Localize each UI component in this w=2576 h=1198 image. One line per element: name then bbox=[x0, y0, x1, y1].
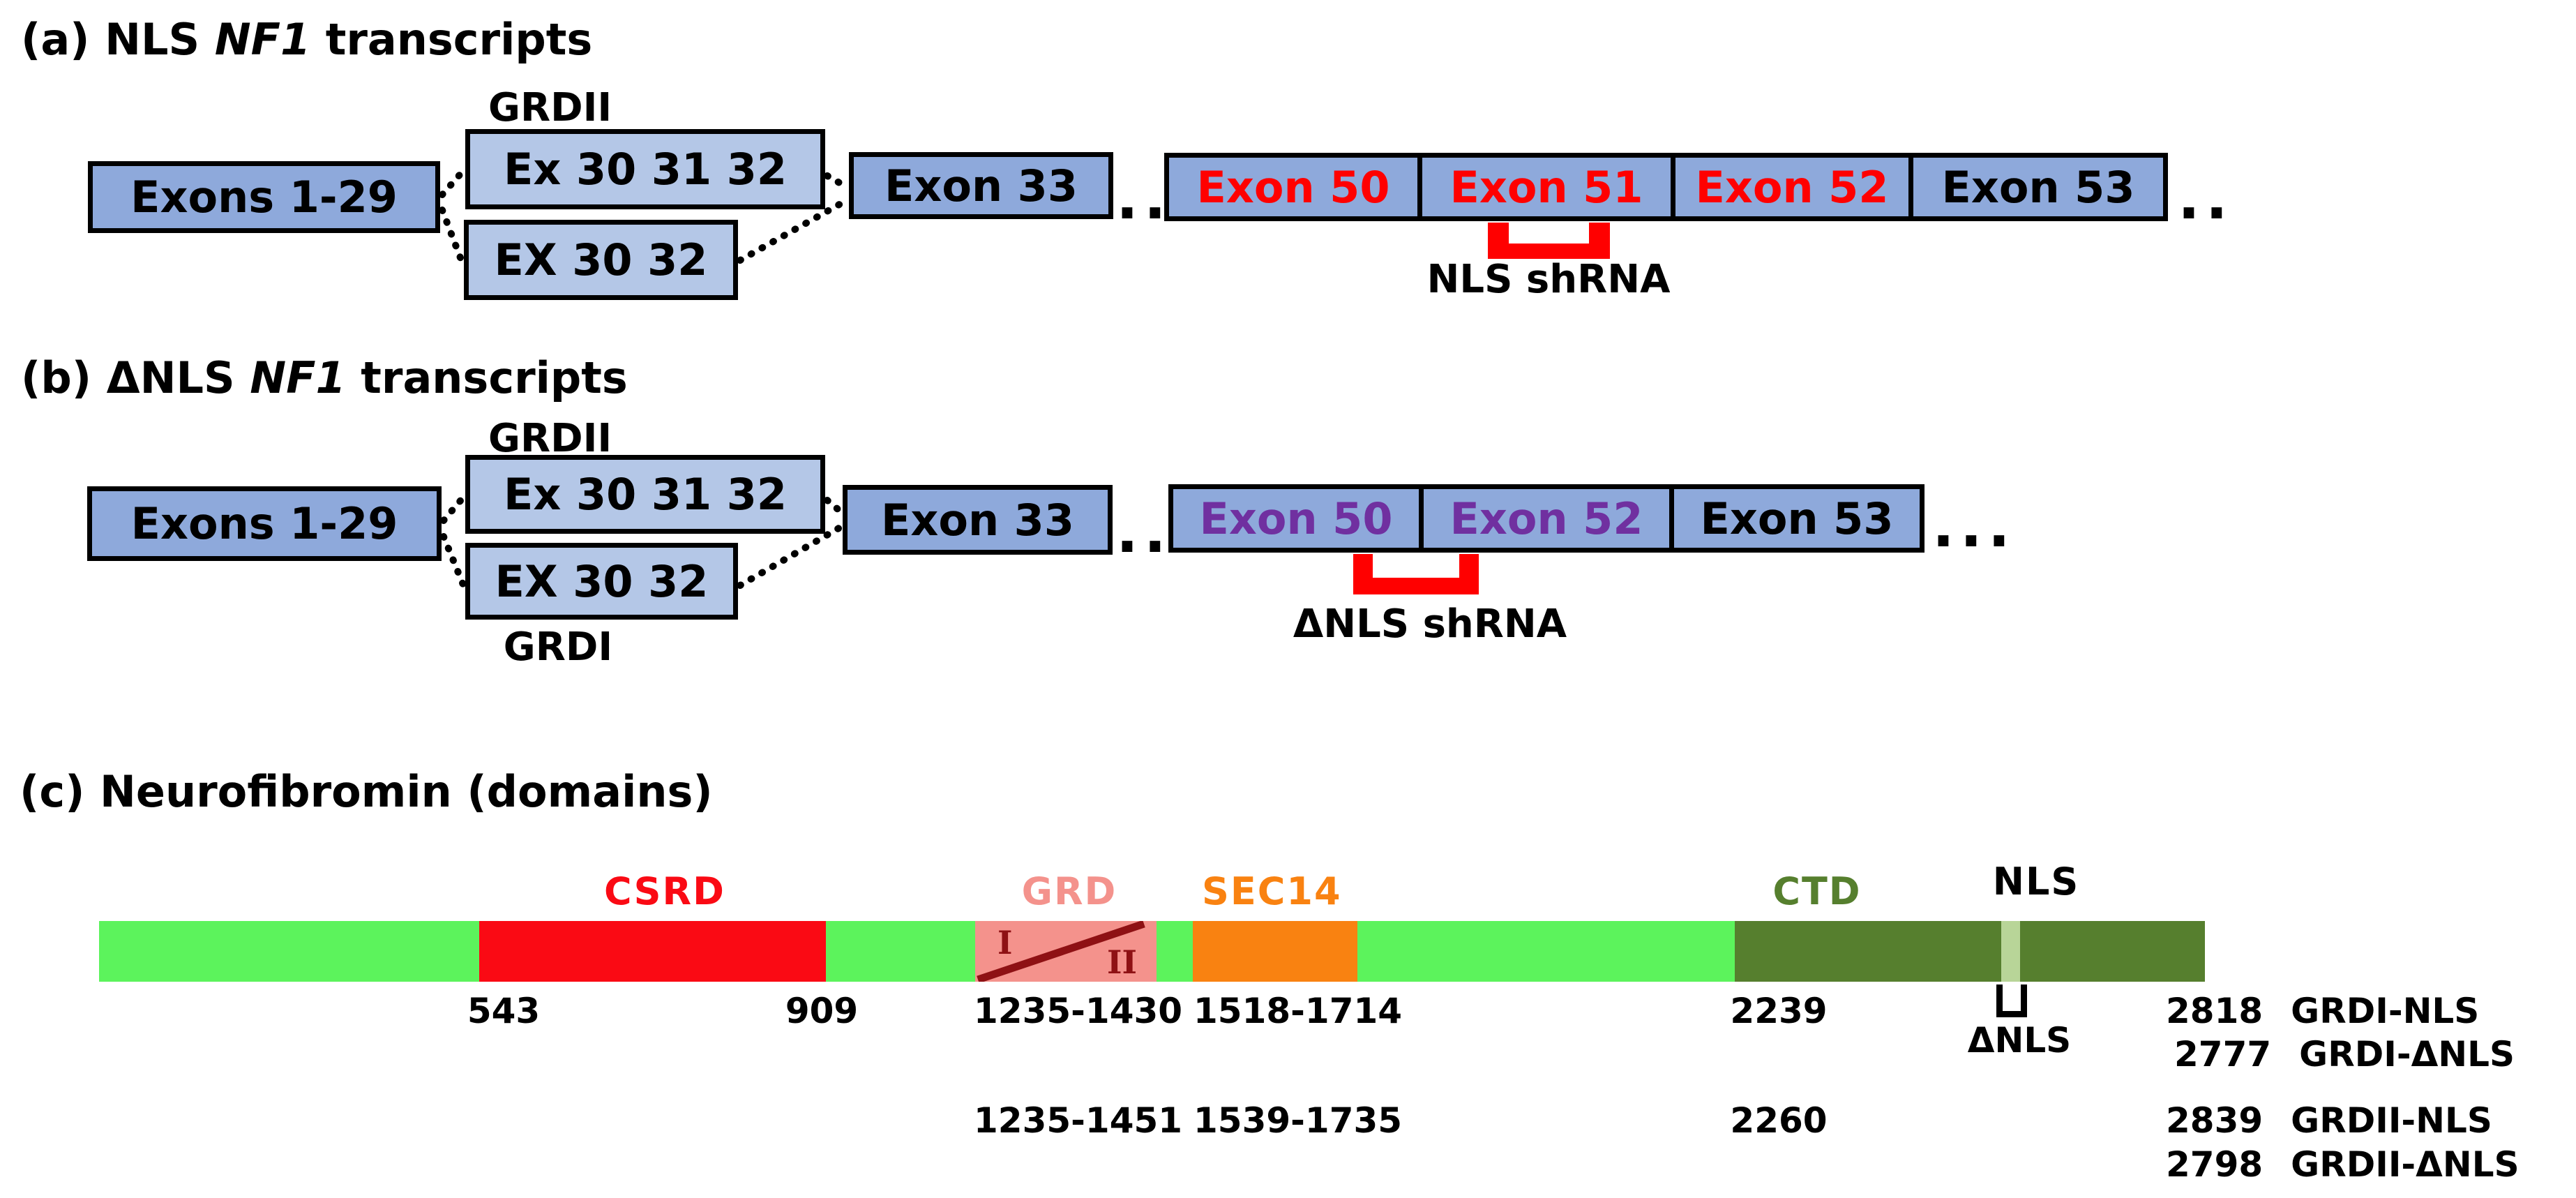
connector-a-1 bbox=[439, 168, 466, 198]
coord-csrd-start: 543 bbox=[467, 991, 541, 1031]
panel-a-title-suffix: transcripts bbox=[310, 14, 593, 65]
sec14-label: SEC14 bbox=[1202, 869, 1342, 913]
grd-segment: I II bbox=[975, 921, 1157, 982]
construct-grdi-dnls: 2777 GRDI-ΔNLS bbox=[2174, 1034, 2515, 1075]
neurofibromin-bar: I II bbox=[99, 921, 2205, 982]
box-a-exons-1-29: Exons 1-29 bbox=[88, 161, 440, 233]
construct-grdi-nls-num: 2818 bbox=[2166, 991, 2264, 1031]
csrd-label: CSRD bbox=[604, 869, 725, 913]
panel-b-title-gene: NF1 bbox=[250, 352, 346, 403]
coord-ctd-row1: 2239 bbox=[1730, 991, 1828, 1031]
dnls-shrna-bracket bbox=[1353, 554, 1479, 594]
dnls-label: ΔNLS bbox=[1967, 1020, 2072, 1061]
box-b-ex-30-32: EX 30 32 bbox=[465, 543, 738, 620]
box-b-ex-30-31-32: Ex 30 31 32 bbox=[465, 455, 825, 534]
grd-diagonal-line bbox=[977, 921, 1145, 982]
panel-b-title-prefix: (b) ΔNLS bbox=[21, 352, 250, 403]
box-a-exon-50: Exon 50 bbox=[1164, 153, 1422, 221]
construct-grdi-nls: 2818 GRDI-NLS bbox=[2166, 991, 2479, 1031]
panel-b-grdii-label: GRDII bbox=[488, 416, 612, 461]
panel-b-grdi-label: GRDI bbox=[503, 624, 613, 670]
sec14-segment bbox=[1193, 921, 1357, 982]
grd-numeral-ii: II bbox=[1106, 943, 1137, 981]
dnls-shrna-label: ΔNLS shRNA bbox=[1293, 601, 1567, 647]
dnls-pointer-dashes bbox=[1996, 984, 2027, 1005]
connector-a-2 bbox=[439, 207, 465, 263]
construct-grdii-dnls-num: 2798 bbox=[2166, 1144, 2264, 1185]
connector-a-3 bbox=[824, 172, 850, 190]
dots-b-end: ... bbox=[1932, 492, 2016, 560]
exon-group-a: Exon 50 Exon 51 Exon 52 Exon 53 bbox=[1164, 153, 2168, 221]
coord-sec14-row1: 1518-1714 bbox=[1193, 991, 1403, 1031]
box-a-ex-30-31-32: Ex 30 31 32 bbox=[465, 129, 825, 209]
coord-grd-row1: 1235-1430 bbox=[974, 991, 1183, 1031]
nls-label: NLS bbox=[1992, 860, 2080, 904]
construct-grdi-dnls-num: 2777 bbox=[2174, 1034, 2272, 1075]
nls-shrna-label: NLS shRNA bbox=[1426, 257, 1671, 302]
box-a-exon-33: Exon 33 bbox=[849, 152, 1113, 219]
coord-csrd-end: 909 bbox=[785, 991, 859, 1031]
construct-grdii-nls-num: 2839 bbox=[2166, 1100, 2264, 1141]
box-b-exons-1-29: Exons 1-29 bbox=[87, 486, 442, 561]
coord-sec14-row2: 1539-1735 bbox=[1193, 1100, 1403, 1141]
box-b-exon-53: Exon 53 bbox=[1669, 484, 1925, 553]
ctd-label: CTD bbox=[1772, 869, 1862, 913]
grd-diagonal-divider bbox=[977, 921, 1145, 982]
construct-grdii-dnls: 2798 GRDII-ΔNLS bbox=[2166, 1144, 2519, 1185]
coord-grd-row2: 1235-1451 bbox=[974, 1100, 1183, 1141]
box-b-exon-52: Exon 52 bbox=[1419, 484, 1674, 553]
grd-label: GRD bbox=[1021, 869, 1117, 913]
box-a-exon-51: Exon 51 bbox=[1417, 153, 1675, 221]
box-a-ex-30-32: EX 30 32 bbox=[464, 220, 738, 300]
box-b-exon-33: Exon 33 bbox=[843, 485, 1113, 555]
construct-grdi-nls-name: GRDI-NLS bbox=[2291, 991, 2480, 1031]
coord-ctd-row2: 2260 bbox=[1730, 1100, 1828, 1141]
ctd-segment bbox=[1735, 921, 2205, 982]
construct-grdi-dnls-name: GRDI-ΔNLS bbox=[2299, 1034, 2515, 1075]
nls-shrna-bracket bbox=[1488, 223, 1610, 259]
construct-grdii-dnls-name: GRDII-ΔNLS bbox=[2291, 1144, 2519, 1185]
panel-c-title: (c) Neurofibromin (domains) bbox=[20, 766, 713, 817]
panel-a-title: (a) NLS NF1 transcripts bbox=[21, 14, 592, 65]
dots-a-end: .. bbox=[2178, 164, 2234, 232]
connector-b-1 bbox=[440, 494, 467, 524]
exon-group-b: Exon 50 Exon 52 Exon 53 bbox=[1168, 484, 1925, 553]
csrd-segment bbox=[479, 921, 826, 982]
box-a-exon-52: Exon 52 bbox=[1671, 153, 1913, 221]
box-b-exon-50: Exon 50 bbox=[1168, 484, 1424, 553]
panel-a-title-gene: NF1 bbox=[214, 14, 311, 65]
panel-a-grdii-label: GRDII bbox=[488, 85, 612, 130]
panel-a-title-prefix: (a) NLS bbox=[21, 14, 215, 65]
dnls-pointer-u bbox=[1996, 1005, 2027, 1017]
nls-stripe bbox=[2001, 921, 2020, 982]
construct-grdii-nls: 2839 GRDII-NLS bbox=[2166, 1100, 2492, 1141]
connector-b-3 bbox=[824, 497, 845, 516]
panel-b-title: (b) ΔNLS NF1 transcripts bbox=[21, 352, 628, 403]
panel-b-title-suffix: transcripts bbox=[345, 352, 628, 403]
grd-numeral-i: I bbox=[997, 924, 1013, 961]
box-a-exon-53: Exon 53 bbox=[1908, 153, 2168, 221]
connector-b-2 bbox=[440, 533, 467, 588]
connector-b-4 bbox=[737, 523, 845, 589]
construct-grdii-nls-name: GRDII-NLS bbox=[2291, 1100, 2492, 1141]
